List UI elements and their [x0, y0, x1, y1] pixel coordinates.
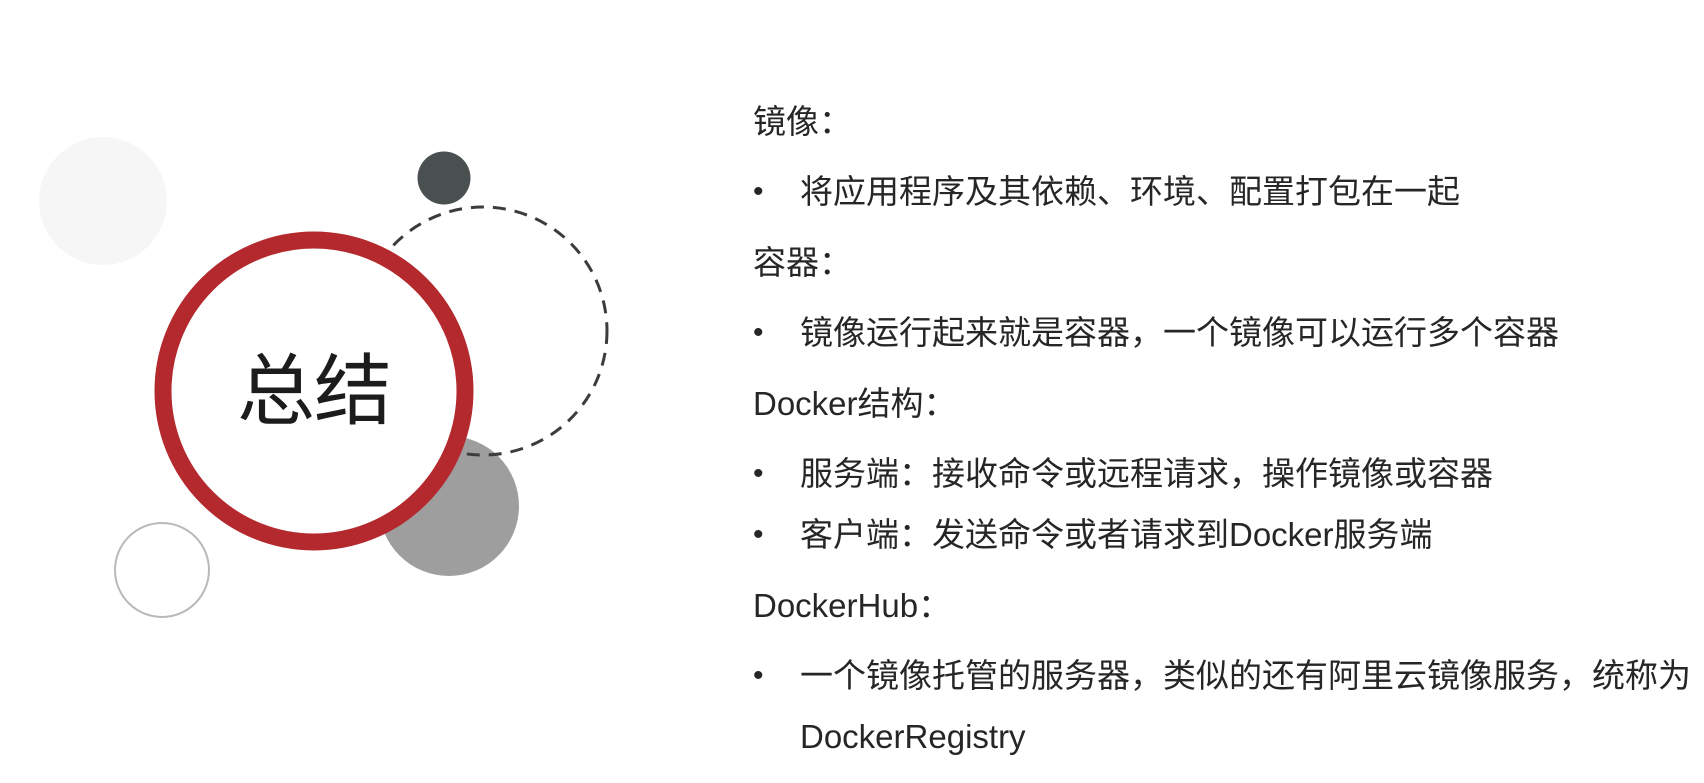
bullet-item: • 客户端：发送命令或者请求到Docker服务端 — [753, 504, 1704, 565]
bullet-text: 一个镜像托管的服务器，类似的还有阿里云镜像服务，统称为 DockerRegist… — [800, 657, 1691, 755]
bullet-text: 镜像运行起来就是容器，一个镜像可以运行多个容器 — [800, 314, 1559, 351]
heading-docker-structure: Docker结构： — [753, 385, 957, 422]
bullet-item: • 一个镜像托管的服务器，类似的还有阿里云镜像服务，统称为 DockerRegi… — [753, 645, 1704, 767]
bullet-icon: • — [753, 175, 764, 208]
bullet-text: 服务端：接收命令或远程请求，操作镜像或容器 — [800, 455, 1493, 492]
bullet-icon: • — [753, 316, 764, 349]
summary-ring — [154, 231, 474, 551]
light-gray-circle — [39, 137, 167, 265]
heading-dockerhub: DockerHub： — [753, 587, 952, 624]
bullet-text: 将应用程序及其依赖、环境、配置打包在一起 — [800, 173, 1460, 210]
dark-circle — [417, 151, 471, 205]
summary-title: 总结 — [237, 347, 391, 435]
bullet-item: • 服务端：接收命令或远程请求，操作镜像或容器 — [753, 443, 1704, 504]
bullet-item: • 镜像运行起来就是容器，一个镜像可以运行多个容器 — [753, 302, 1704, 363]
slide-content: 镜像： • 将应用程序及其依赖、环境、配置打包在一起 容器： • 镜像运行起来就… — [753, 91, 1704, 767]
bullet-text: 客户端：发送命令或者请求到Docker服务端 — [800, 516, 1433, 553]
outlined-circle — [114, 522, 210, 618]
bullet-item: • 将应用程序及其依赖、环境、配置打包在一起 — [753, 161, 1704, 222]
heading-container: 容器： — [753, 244, 852, 281]
bullet-icon: • — [753, 659, 764, 692]
summary-graphic: 总结 — [39, 137, 609, 618]
heading-image: 镜像： — [753, 103, 852, 140]
bullet-icon: • — [753, 518, 764, 551]
dashed-circle — [357, 205, 609, 457]
bullet-icon: • — [753, 457, 764, 490]
